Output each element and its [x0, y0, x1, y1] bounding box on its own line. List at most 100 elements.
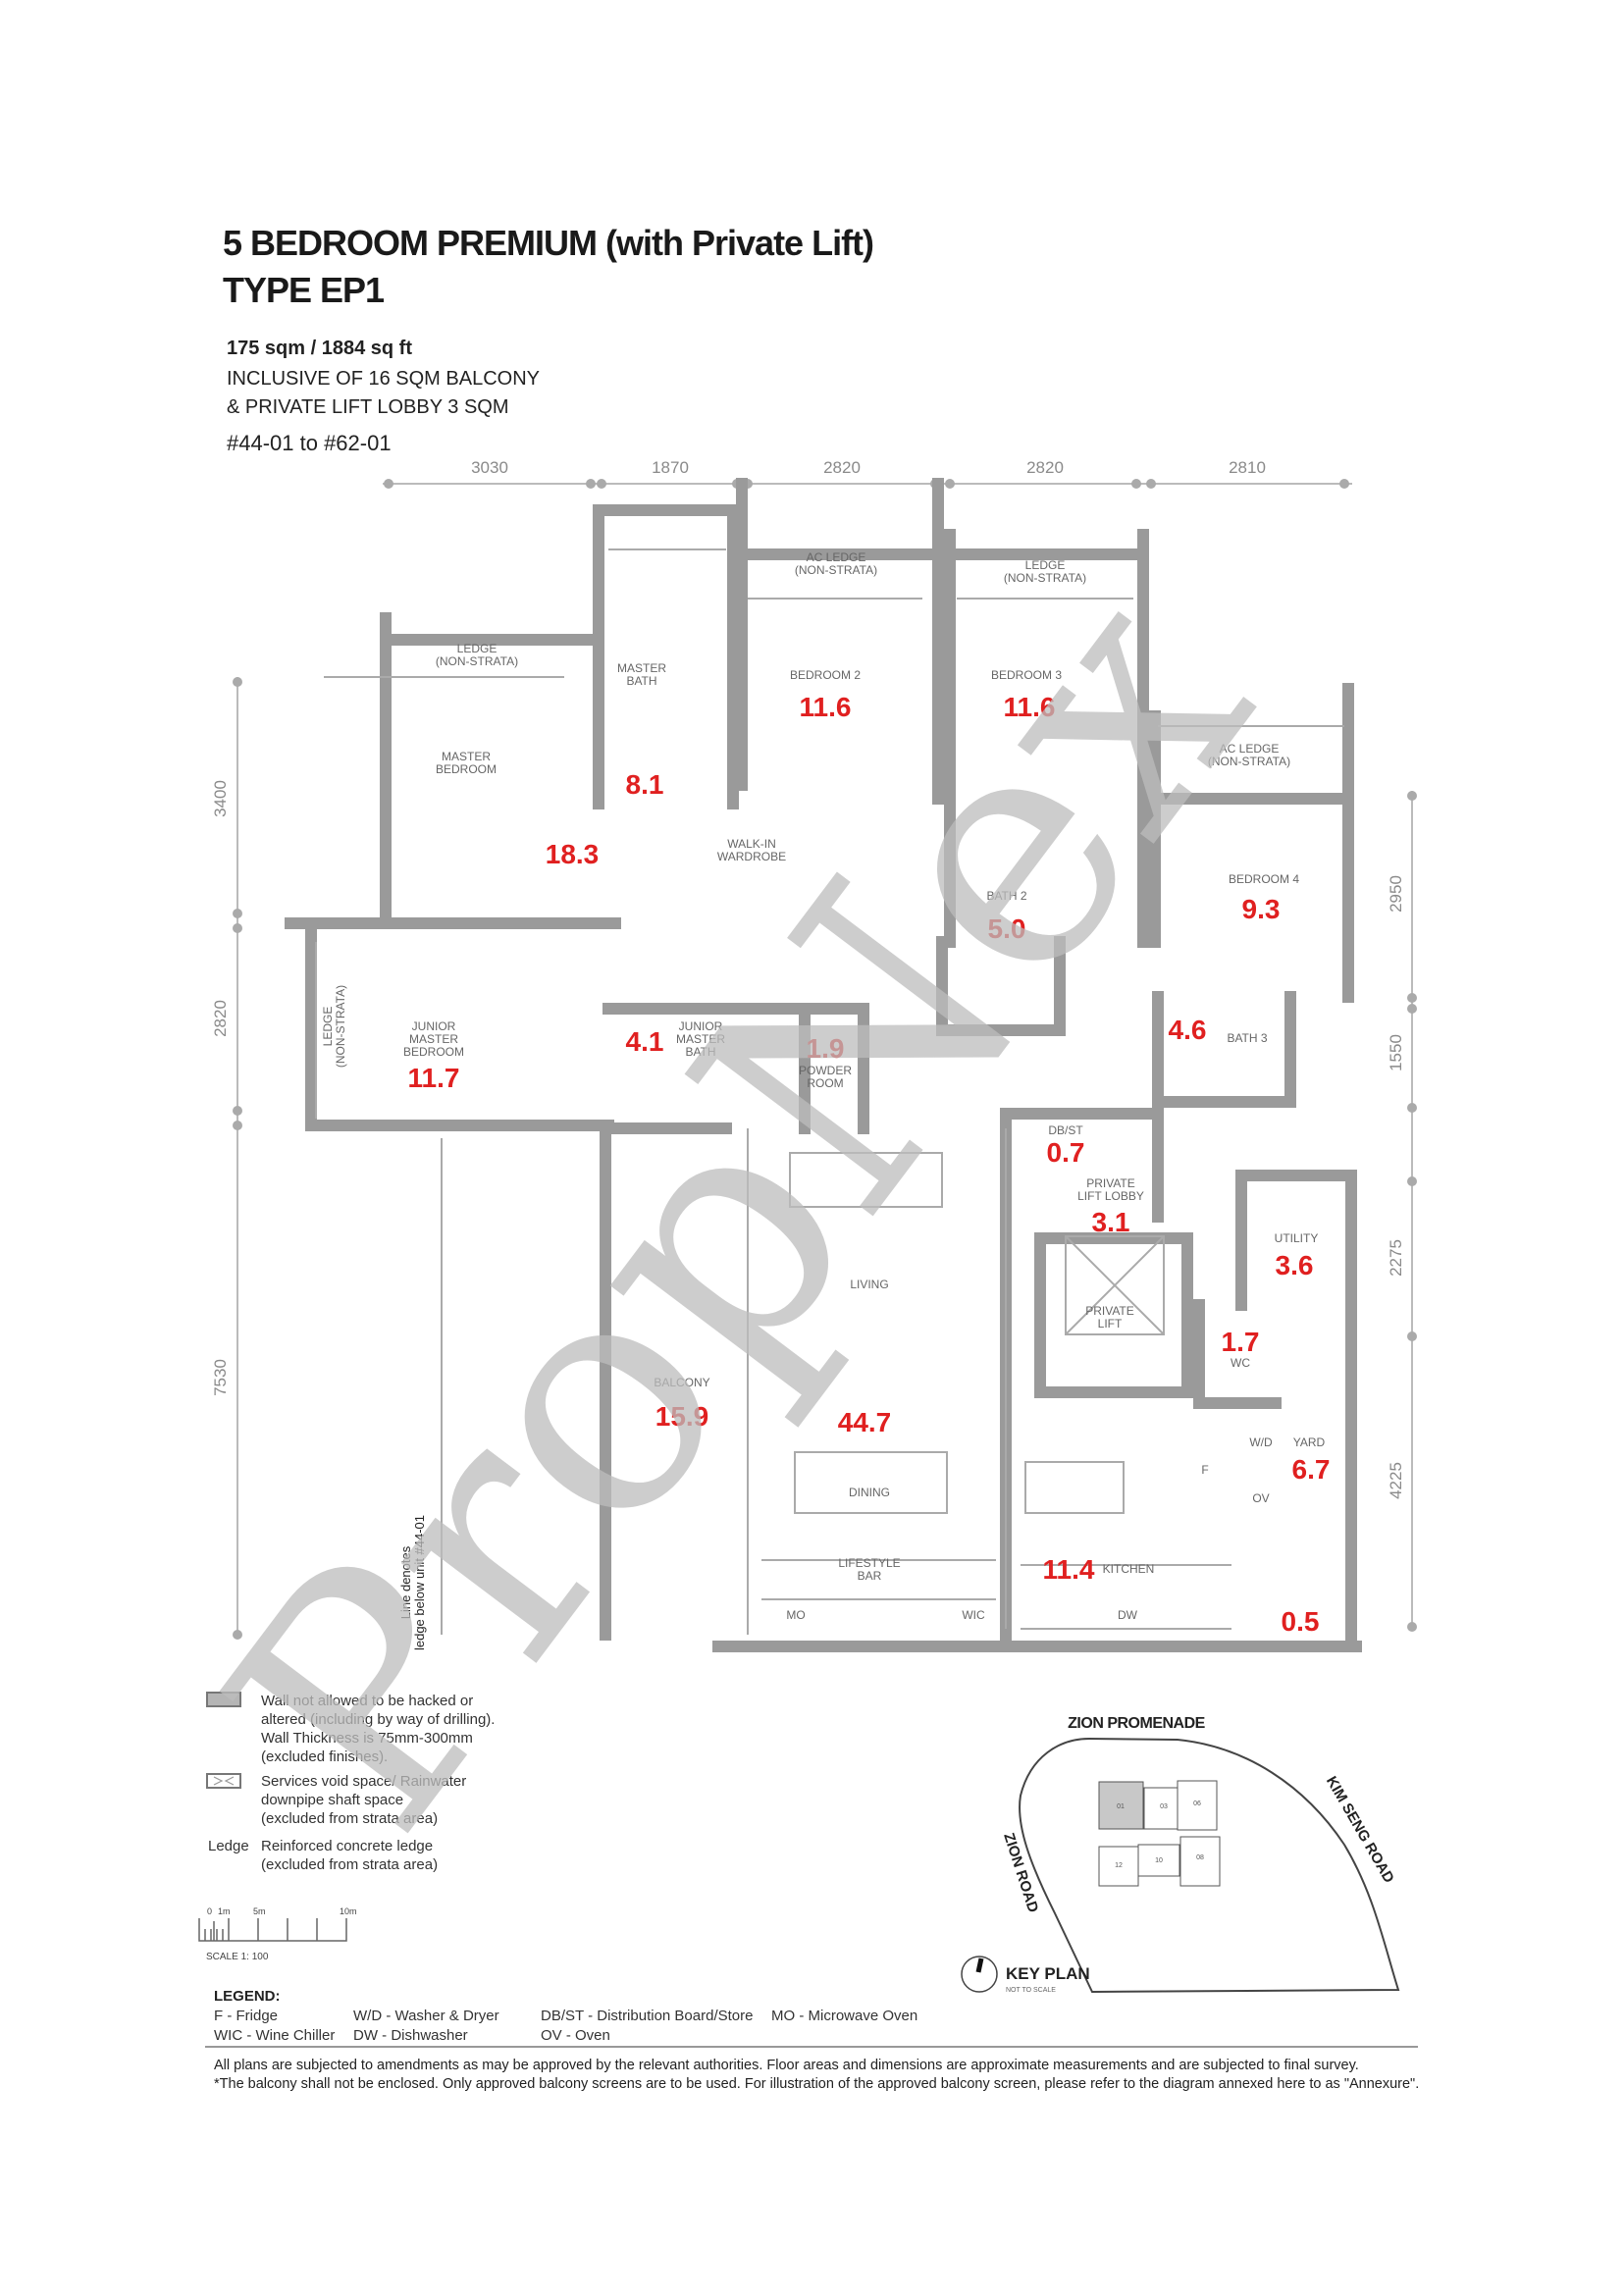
dim-right-3: 2275 — [1387, 1239, 1405, 1277]
block-01 — [1098, 1781, 1144, 1830]
unit-area: 175 sqm / 1884 sq ft — [227, 338, 412, 359]
dim-left-1: 3400 — [211, 780, 230, 817]
svg-text:06: 06 — [1193, 1800, 1201, 1807]
area-bedroom-4: 9.3 — [1242, 894, 1281, 924]
dim-top-3: 2820 — [823, 458, 861, 477]
svg-text:AC LEDGE(NON-STRATA): AC LEDGE(NON-STRATA) — [1208, 742, 1290, 768]
block-12 — [1098, 1846, 1139, 1887]
label-ledge-master: LEDGE — [457, 642, 498, 655]
label-wc: WC — [1231, 1356, 1250, 1370]
label-bedroom-3: BEDROOM 3 — [991, 668, 1062, 682]
dim-top-1: 3030 — [471, 458, 508, 477]
area-bath-2: 5.0 — [988, 913, 1026, 944]
block-06 — [1177, 1780, 1218, 1831]
label-dw: DW — [1118, 1608, 1138, 1622]
svg-text:OV - Oven: OV - Oven — [541, 2027, 610, 2044]
svg-text:0: 0 — [207, 1906, 212, 1916]
label-yard: YARD — [1293, 1435, 1326, 1449]
label-dbst: DB/ST — [1048, 1123, 1083, 1137]
ledge-key: Ledge — [208, 1838, 249, 1854]
unit-range: #44-01 to #62-01 — [227, 431, 392, 455]
label-ledge-note: Line denotes — [398, 1545, 413, 1619]
label-kitchen: KITCHEN — [1103, 1562, 1155, 1576]
label-living: LIVING — [850, 1278, 888, 1291]
dim-right-4: 4225 — [1387, 1462, 1405, 1499]
left-dimension-line: 3400 2820 7530 — [211, 677, 242, 1640]
svg-text:LEDGE(NON-STRATA): LEDGE(NON-STRATA) — [1004, 558, 1086, 585]
svg-text:03: 03 — [1160, 1803, 1168, 1810]
block-10 — [1137, 1844, 1180, 1877]
svg-text:AC LEDGE(NON-STRATA): AC LEDGE(NON-STRATA) — [795, 550, 877, 577]
label-bath-2: BATH 2 — [986, 889, 1026, 903]
svg-text:1m: 1m — [218, 1906, 231, 1916]
svg-text:LEDGE(NON-STRATA): LEDGE(NON-STRATA) — [321, 985, 347, 1068]
abbreviation-legend: LEGEND: F - Fridge WIC - Wine Chiller W/… — [214, 1988, 917, 2044]
label-master-bath: MASTER — [617, 661, 666, 675]
label-ledge-bed3: LEDGE — [1025, 558, 1066, 572]
dim-right-2: 1550 — [1387, 1034, 1405, 1071]
north-arrow-icon — [961, 1956, 998, 1993]
label-powder-room: POWDER — [799, 1064, 852, 1077]
plan-title: 5 BEDROOM PREMIUM (with Private Lift) — [223, 223, 873, 263]
area-kitchen: 11.4 — [1043, 1554, 1095, 1585]
svg-text:WIC - Wine Chiller: WIC - Wine Chiller — [214, 2027, 335, 2044]
label-wic: WIC — [962, 1608, 985, 1622]
label-oven: OV — [1252, 1491, 1269, 1505]
label-dining: DINING — [849, 1486, 890, 1499]
svg-text:5m: 5m — [253, 1906, 266, 1916]
label-bedroom-4: BEDROOM 4 — [1229, 872, 1299, 886]
area-master-bedroom: 18.3 — [546, 839, 600, 869]
top-dimension-line: 3030 1870 2820 2820 2810 — [383, 458, 1352, 489]
svg-text:LEDGE(NON-STRATA): LEDGE(NON-STRATA) — [436, 642, 518, 668]
dim-right-1: 2950 — [1387, 875, 1405, 913]
svg-text:KEY PLAN: KEY PLAN — [1006, 1964, 1090, 1983]
label-fridge: F — [1201, 1463, 1208, 1477]
right-dimension-line: 2950 1550 2275 4225 — [1387, 791, 1417, 1632]
svg-text:12: 12 — [1115, 1862, 1123, 1869]
block-03 — [1143, 1787, 1184, 1830]
svg-text:MO - Microwave Oven: MO - Microwave Oven — [771, 2008, 917, 2024]
area-balcony: 15.9 — [655, 1401, 709, 1432]
inclusive-note-2: & PRIVATE LIFT LOBBY 3 SQM — [227, 396, 509, 418]
svg-text:SCALE 1: 100: SCALE 1: 100 — [206, 1952, 269, 1962]
label-balcony: BALCONY — [654, 1376, 709, 1389]
label-junior-master-bath: JUNIOR — [679, 1019, 723, 1033]
dim-left-2: 2820 — [211, 1000, 230, 1037]
area-values: 18.3 8.1 11.6 11.6 9.3 5.0 11.7 4.1 1.9 … — [408, 692, 1331, 1637]
label-mo: MO — [786, 1608, 805, 1622]
label-private-lift: PRIVATE — [1085, 1304, 1134, 1318]
label-bedroom-2: BEDROOM 2 — [790, 668, 861, 682]
road-zion-promenade: ZION PROMENADE — [1068, 1715, 1206, 1732]
area-bedroom-3: 11.6 — [1004, 692, 1056, 722]
area-wc: 1.7 — [1222, 1327, 1260, 1357]
area-living-dining: 44.7 — [838, 1407, 892, 1437]
dim-top-5: 2810 — [1229, 458, 1266, 477]
area-master-bath: 8.1 — [626, 769, 664, 800]
label-lifestyle-bar: LIFESTYLE — [838, 1556, 900, 1570]
label-junior-master-bedroom: JUNIOR — [412, 1019, 456, 1033]
key-plan: 01 03 06 12 10 08 ZION PROMENADE KIM SEN… — [961, 1715, 1400, 1994]
label-ac-ledge-bed2: AC LEDGE — [807, 550, 866, 564]
svg-text:LEGEND:: LEGEND: — [214, 1988, 281, 2005]
area-dbst: 0.7 — [1047, 1137, 1085, 1168]
area-yard: 6.7 — [1292, 1454, 1331, 1485]
dim-top-4: 2820 — [1026, 458, 1064, 477]
plan-type: TYPE EP1 — [223, 270, 385, 310]
label-ac-ledge-bed4: AC LEDGE — [1220, 742, 1280, 756]
label-wd: W/D — [1249, 1435, 1273, 1449]
label-lift-lobby: PRIVATE — [1086, 1176, 1135, 1190]
area-powder-room: 1.9 — [807, 1033, 845, 1064]
area-junior-master-bath: 4.1 — [626, 1026, 664, 1057]
area-utility: 3.6 — [1276, 1250, 1314, 1280]
footnote-2: *The balcony shall not be enclosed. Only… — [214, 2076, 1419, 2092]
services-swatch — [206, 1773, 241, 1789]
